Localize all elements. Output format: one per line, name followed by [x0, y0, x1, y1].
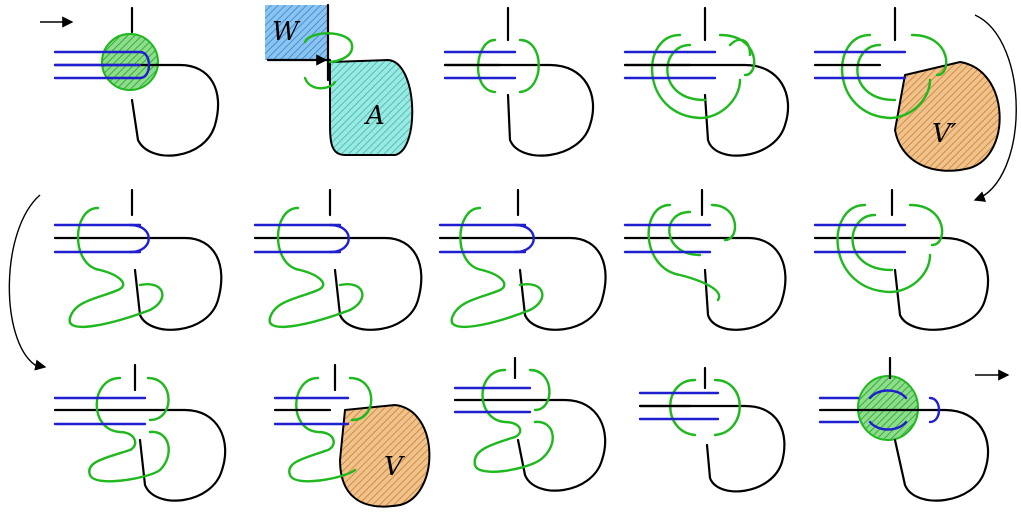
green-band: [450, 206, 544, 329]
panel-13: [453, 356, 607, 492]
green-band: [836, 203, 944, 294]
green-band: [473, 368, 554, 473]
knot-loop: [53, 236, 223, 331]
knot-loop: [443, 63, 595, 157]
panel-10: [813, 188, 990, 331]
blue-box-W: [265, 5, 327, 60]
green-band: [840, 33, 948, 120]
blue-arcs: [868, 389, 908, 431]
orange-region-V-prime: [893, 60, 1001, 172]
green-band: [268, 206, 364, 329]
knot-loop: [623, 63, 790, 157]
label-V: V: [384, 452, 405, 482]
curved-arrow-right: [973, 14, 1017, 202]
knot-loop: [623, 236, 787, 331]
label-W: W: [272, 17, 301, 47]
knot-loop: [818, 408, 990, 502]
green-band: [647, 203, 737, 302]
knot-loop: [438, 236, 607, 331]
blue-strands: [53, 50, 151, 80]
knot-loop: [53, 63, 220, 157]
panel-1: [40, 6, 220, 157]
panel-3: [443, 6, 595, 157]
panel-4: [623, 6, 790, 157]
panel-7: [253, 188, 423, 331]
green-band: [88, 376, 170, 483]
panel-9: [623, 188, 787, 331]
knot-loop: [53, 408, 227, 502]
green-band: [303, 32, 354, 90]
label-A: A: [364, 101, 385, 131]
green-band: [650, 33, 756, 120]
knot-loop: [813, 236, 990, 331]
panel-12: V: [273, 363, 431, 508]
label-V-prime: V′: [932, 119, 957, 149]
green-band: [68, 206, 164, 329]
knot-loop: [253, 236, 423, 331]
cyan-region-A: [329, 58, 414, 156]
panel-15: [818, 356, 1010, 502]
knot-loop: [453, 398, 607, 492]
panel-8: [438, 188, 607, 331]
panel-14: [638, 366, 786, 493]
orange-region-V: [338, 403, 431, 508]
panel-11: [53, 363, 227, 502]
curved-arrow-left: [8, 194, 47, 371]
panel-6: [53, 188, 223, 331]
knot-loop: [638, 404, 786, 493]
panel-5: V′: [813, 6, 1017, 202]
panel-2: W A: [265, 3, 414, 156]
